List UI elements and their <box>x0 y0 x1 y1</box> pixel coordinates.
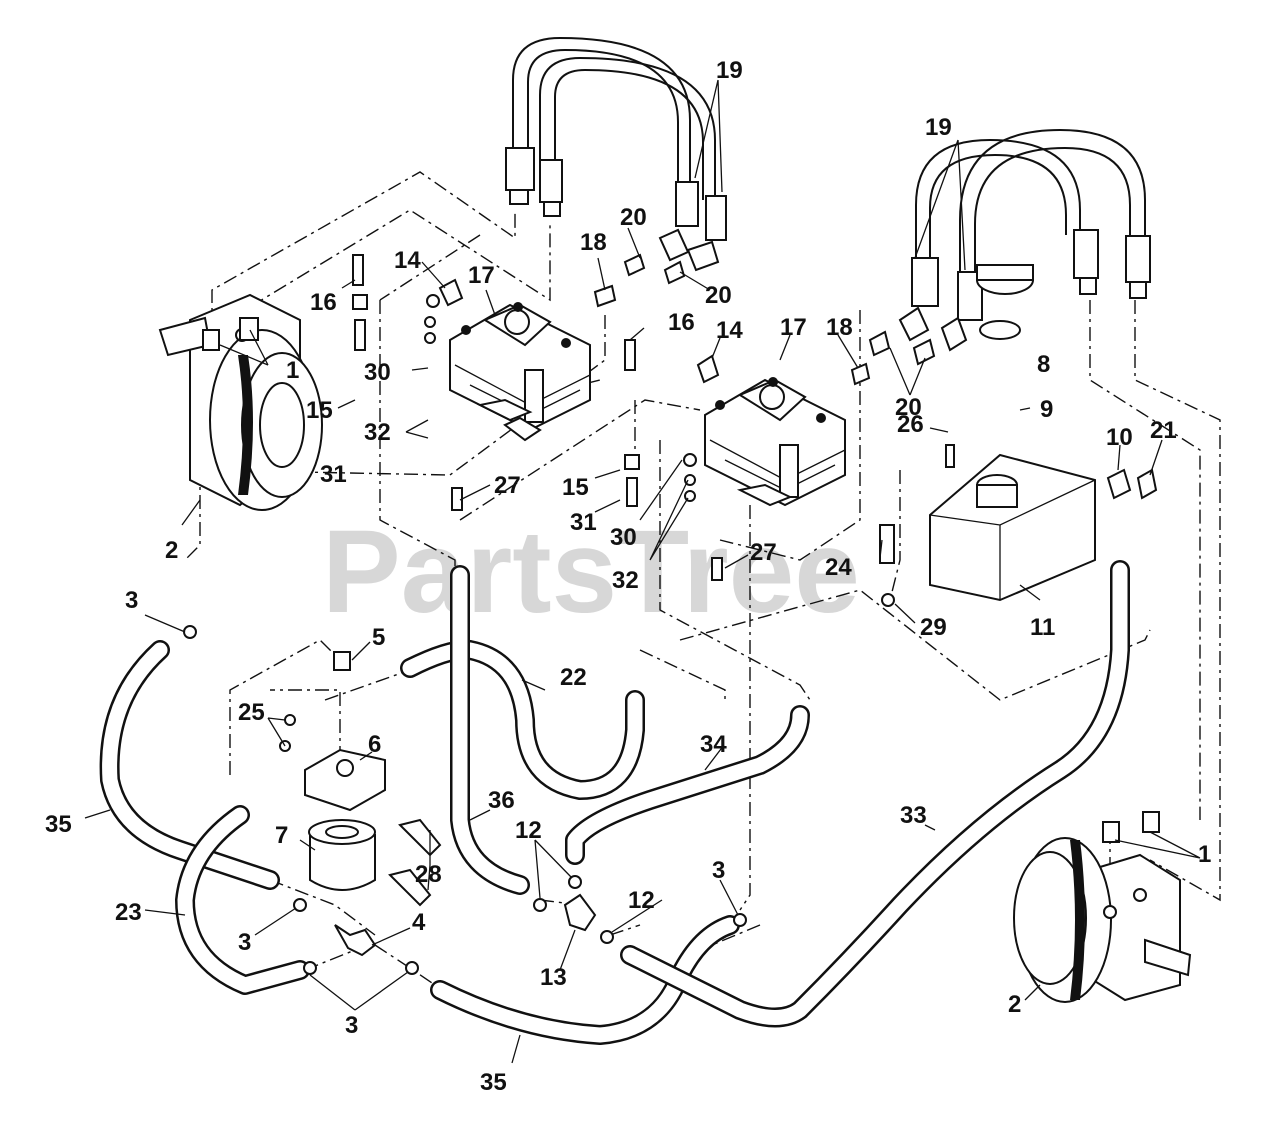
hydraulic-hose-19-left <box>505 36 727 272</box>
callout-14-left: 14 <box>394 247 421 274</box>
callout-30-right: 30 <box>610 524 637 551</box>
leader-lines <box>84 79 1201 1064</box>
callout-3-lower-left: 3 <box>238 929 251 956</box>
hydrostatic-pump-17-right <box>704 377 846 507</box>
fittings <box>183 253 1160 975</box>
callout-11: 11 <box>1030 614 1055 641</box>
callout-15-left: 15 <box>306 397 333 424</box>
lower-hose-network <box>99 560 1130 1045</box>
callout-7: 7 <box>275 822 288 849</box>
watermark: PartsTree <box>322 506 860 638</box>
callout-34: 34 <box>700 731 727 758</box>
callout-35-left: 35 <box>45 811 72 838</box>
callout-16-right: 16 <box>668 309 695 336</box>
callout-3-middle: 3 <box>712 857 725 884</box>
callout-19-right: 19 <box>925 114 952 141</box>
callout-27-left: 27 <box>494 472 521 499</box>
callout-14-right: 14 <box>716 317 743 344</box>
callout-15-right: 15 <box>562 474 589 501</box>
callout-29: 29 <box>920 614 947 641</box>
callout-1-left: 1 <box>286 357 299 384</box>
callout-12-upper: 12 <box>515 817 542 844</box>
callout-20-right: 20 <box>895 394 922 421</box>
callout-10: 10 <box>1106 424 1133 451</box>
callout-9: 9 <box>1040 396 1053 423</box>
callout-31-right: 31 <box>570 509 597 536</box>
callout-33: 33 <box>900 802 927 829</box>
callout-32-right: 32 <box>612 567 639 594</box>
callout-3-upper-left: 3 <box>125 587 138 614</box>
callout-21: 21 <box>1150 417 1177 444</box>
callout-19-left: 19 <box>716 57 743 84</box>
callout-8: 8 <box>1037 351 1050 378</box>
callout-4: 4 <box>412 909 426 936</box>
oil-filter-7 <box>308 819 376 891</box>
callout-13: 13 <box>540 964 567 991</box>
callout-30-left: 30 <box>364 359 391 386</box>
callout-26: 26 <box>897 411 924 438</box>
callout-31-left: 31 <box>320 461 347 488</box>
wheel-motor-2-right <box>1013 837 1192 1003</box>
callout-32-left: 32 <box>364 419 391 446</box>
callout-27-right: 27 <box>750 539 777 566</box>
callout-25: 25 <box>238 699 265 726</box>
callout-18-left: 18 <box>580 229 607 256</box>
callout-17-right: 17 <box>780 314 807 341</box>
callout-16-left: 16 <box>310 289 337 316</box>
callout-24: 24 <box>825 554 852 581</box>
callout-1-right: 1 <box>1198 841 1211 868</box>
hydrostatic-pump-17-left <box>449 302 591 442</box>
callout-23: 23 <box>115 899 142 926</box>
callout-6: 6 <box>368 731 381 758</box>
callout-28: 28 <box>415 861 442 888</box>
callout-20-upper: 20 <box>620 204 647 231</box>
callout-36: 36 <box>488 787 515 814</box>
callout-22: 22 <box>560 664 587 691</box>
callout-20-middle: 20 <box>705 282 732 309</box>
callout-35-bottom: 35 <box>480 1069 507 1096</box>
hydraulic-reservoir-11 <box>929 264 1096 602</box>
filter-head-6 <box>304 748 386 812</box>
callout-5: 5 <box>372 624 385 651</box>
callout-2-left: 2 <box>165 537 178 564</box>
callout-3-bottom: 3 <box>345 1012 358 1039</box>
callout-2-right: 2 <box>1008 991 1021 1018</box>
callout-labels: 19 19 20 20 18 17 14 16 1 15 30 32 31 27… <box>45 57 1211 1096</box>
callout-17-left: 17 <box>468 262 495 289</box>
hydraulic-hose-19-right <box>898 128 1151 352</box>
callout-18-right: 18 <box>826 314 853 341</box>
callout-12-lower: 12 <box>628 887 655 914</box>
